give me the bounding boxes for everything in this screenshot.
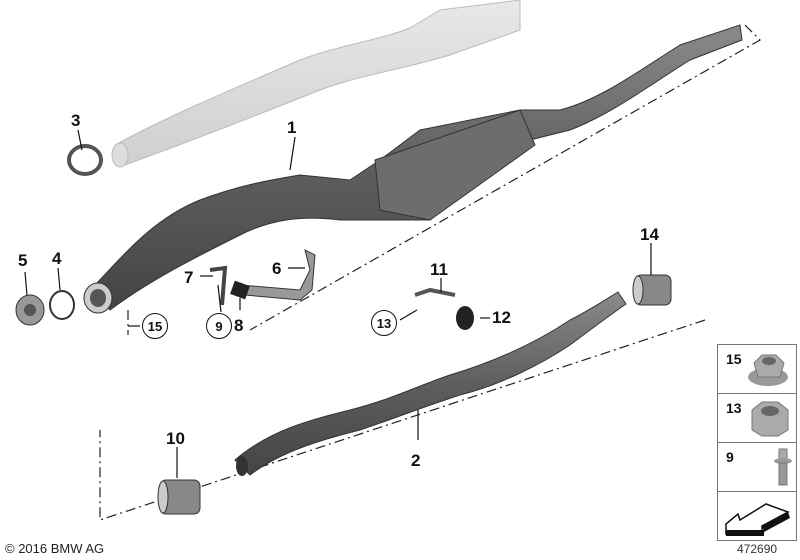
pipe-clamp-14 [632, 274, 672, 306]
flange-seal-5 [15, 294, 45, 326]
callout-6[interactable]: 6 [272, 259, 282, 278]
callout-3[interactable]: 3 [71, 111, 81, 130]
gasket-ring-4 [49, 290, 75, 320]
legend-item-bolt[interactable]: 9 [717, 442, 797, 492]
front-pipe-assembly [83, 24, 743, 314]
hex-nut-icon [751, 401, 789, 437]
rubber-mount-12 [456, 306, 474, 330]
callout-10[interactable]: 10 [166, 429, 185, 448]
callout-14[interactable]: 14 [640, 225, 659, 244]
callout-12[interactable]: 12 [492, 308, 511, 327]
circled-ref-15[interactable]: 15 [142, 313, 168, 339]
hardware-legend: 15 13 9 [717, 344, 797, 541]
circled-ref-9[interactable]: 9 [206, 313, 232, 339]
clamp-3 [67, 144, 103, 176]
legend-label: 13 [726, 400, 742, 416]
callout-1[interactable]: 1 [287, 118, 297, 137]
callout-2[interactable]: 2 [411, 451, 421, 470]
bracket-6 [239, 249, 316, 301]
legend-item-hex-nut[interactable]: 13 [717, 393, 797, 443]
center-pipe-assembly [234, 291, 627, 476]
circled-ref-13[interactable]: 13 [371, 310, 397, 336]
legend-label: 9 [726, 449, 734, 465]
flange-nut-icon [748, 354, 788, 386]
bolt-icon [774, 448, 792, 486]
hanger-7 [209, 265, 228, 306]
legend-item-direction-arrow[interactable] [717, 491, 797, 541]
image-id: 472690 [737, 542, 778, 556]
pipe-clamp-10 [157, 479, 201, 515]
legend-item-flange-nut[interactable]: 15 [717, 344, 797, 394]
catalytic-converter-ghost [111, 0, 521, 168]
direction-arrow-icon [725, 503, 790, 536]
hanger-11 [414, 287, 456, 297]
rubber-mount-8 [230, 280, 250, 300]
assembly-lines [99, 24, 761, 521]
legend-label: 15 [726, 351, 742, 367]
leader-lines [24, 129, 652, 478]
callout-5[interactable]: 5 [18, 251, 28, 270]
callout-7[interactable]: 7 [184, 268, 194, 287]
callout-11[interactable]: 11 [430, 260, 448, 279]
copyright-text: © 2016 BMW AG [5, 541, 105, 556]
callout-4[interactable]: 4 [52, 249, 62, 268]
callout-8[interactable]: 8 [234, 316, 244, 335]
